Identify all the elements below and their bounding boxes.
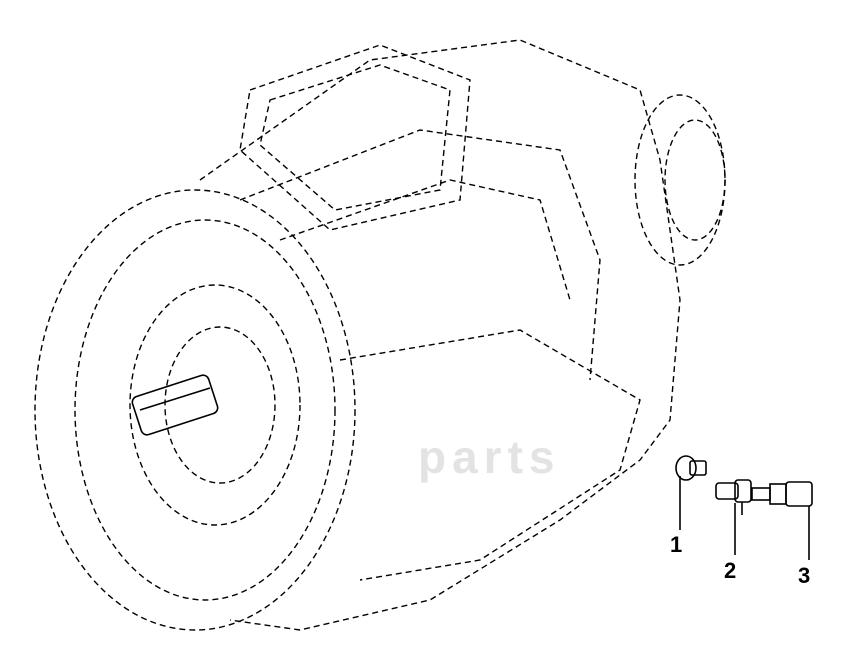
part-2-adapter — [715, 479, 752, 515]
bell-housing-inner — [74, 219, 336, 601]
rear-flange — [664, 119, 726, 241]
input-shaft — [131, 374, 219, 436]
part-3-sensor — [751, 481, 813, 507]
watermark-text: parts — [418, 431, 561, 483]
lower-case — [339, 329, 641, 581]
main-case-outline — [199, 39, 681, 631]
callout-label-3: 3 — [798, 563, 811, 588]
bell-housing-outline — [34, 189, 356, 631]
hub-ring — [164, 326, 276, 484]
valve-cover-inner — [259, 64, 451, 211]
case-rib-2 — [279, 179, 571, 301]
case-rib-1 — [239, 129, 601, 381]
rear-housing — [634, 94, 726, 266]
clutch-ring — [129, 284, 301, 526]
valve-cover — [239, 44, 471, 231]
callout-label-2: 2 — [724, 558, 737, 583]
callout-label-1: 1 — [670, 532, 683, 557]
part-1-plug — [675, 455, 707, 481]
shaft-spline — [139, 387, 211, 411]
